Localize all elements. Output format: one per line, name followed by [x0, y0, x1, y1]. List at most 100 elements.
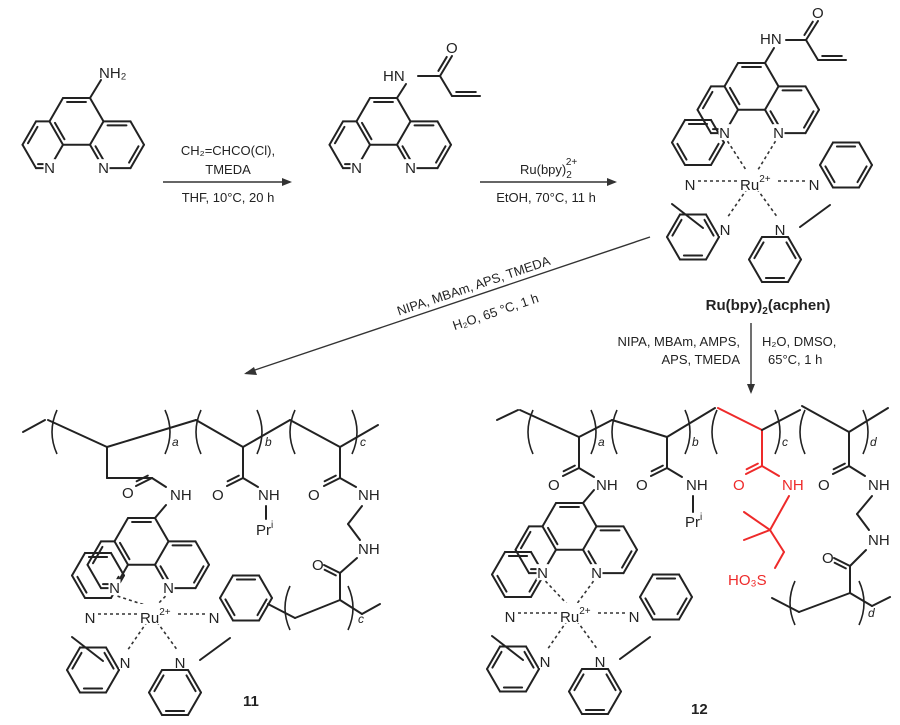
bond [804, 85, 820, 111]
bond [436, 143, 452, 170]
nitrogen-label: N [175, 655, 186, 672]
bond [89, 120, 105, 146]
bond [743, 529, 771, 541]
isopropyl-label: Pri [685, 512, 702, 531]
repeat-index-d: d [870, 435, 877, 449]
bond [339, 599, 363, 615]
coordination-bond [155, 595, 167, 607]
double-bond [803, 110, 815, 129]
double-bond [226, 474, 240, 483]
nitrogen-label: N [540, 654, 551, 671]
double-bond [435, 145, 447, 164]
nitrogen-label: N [98, 160, 109, 177]
double-bond [153, 674, 165, 693]
bond [541, 525, 557, 551]
bond [678, 573, 693, 598]
bond [187, 691, 202, 717]
amino-group-label: NH₂ [99, 65, 127, 82]
bond [396, 83, 407, 99]
double-bond [708, 142, 720, 161]
double-bond [185, 674, 197, 693]
bond [361, 603, 381, 615]
step4-conditions-line1: H₂O, DMSO, [762, 334, 836, 349]
bond [194, 563, 210, 590]
double-bond [333, 125, 346, 145]
nh-label: NH [358, 487, 380, 504]
step4-arrow [747, 323, 755, 394]
nh-label: NH [170, 487, 192, 504]
bond [650, 467, 668, 477]
bond [541, 502, 557, 528]
bond [819, 141, 834, 166]
bond [696, 85, 712, 111]
repeat-index-c: c [782, 435, 788, 449]
bond [871, 596, 891, 607]
bond [568, 690, 583, 716]
bond [607, 690, 622, 716]
double-bond [118, 541, 131, 561]
repeat-index-c-crosslink: c [358, 612, 364, 626]
bond [347, 523, 361, 541]
nitrogen-label: N [719, 125, 730, 142]
double-bond [193, 565, 205, 584]
coordination-bond [575, 580, 595, 606]
step2-conditions: EtOH, 70°C, 11 h [496, 190, 596, 205]
bond [525, 645, 540, 670]
step2-reagent: Ru(bpy)22+ [520, 157, 577, 181]
bond [105, 646, 120, 671]
nitrogen-label: N [775, 222, 786, 239]
bond [856, 513, 870, 531]
structure-bonds [21, 20, 891, 717]
nitrogen-label: N [720, 222, 731, 239]
repeat-bracket [789, 580, 796, 626]
nitrogen-label: N [209, 610, 220, 627]
double-bond [833, 561, 847, 570]
double-bond [53, 121, 66, 141]
bond [671, 203, 704, 229]
bond [582, 525, 598, 551]
bond [748, 258, 763, 284]
double-bond [224, 598, 236, 617]
bond [242, 419, 291, 448]
double-bond [676, 597, 688, 616]
double-bond [785, 241, 797, 260]
bond [774, 551, 785, 569]
bond [86, 563, 102, 590]
compound-number-12: 12 [691, 701, 708, 718]
repeat-bracket [684, 409, 691, 455]
sulfonic-acid-label: HO₃S [728, 572, 767, 589]
bond [129, 120, 145, 146]
repeat-bracket [799, 409, 806, 455]
step4-conditions-line2: 65°C, 1 h [768, 352, 822, 367]
bond [491, 573, 506, 598]
bond [562, 467, 580, 477]
bond [113, 517, 129, 543]
step3-reagent: NIPA, MBAm, APS, TMEDA [395, 253, 552, 319]
coordination-bond [726, 140, 749, 174]
bond [66, 669, 81, 694]
oxygen-label: O [212, 487, 224, 504]
double-bond [323, 474, 337, 483]
bond [568, 668, 583, 693]
bond [798, 592, 851, 613]
bond [48, 97, 64, 123]
bond [582, 502, 598, 528]
bond [339, 557, 358, 574]
nh-label: NH [258, 487, 280, 504]
bond [799, 204, 831, 228]
repeat-bracket [590, 409, 597, 455]
bond [21, 120, 37, 146]
oxygen-label: O [548, 477, 560, 494]
bond [696, 108, 712, 135]
nitrogen-label: N [120, 655, 131, 672]
nh-label: NH [868, 532, 890, 549]
bond [619, 636, 651, 660]
double-bond [128, 145, 140, 164]
bond [491, 635, 524, 661]
nitrogen-label: N [44, 160, 55, 177]
bond [723, 85, 739, 111]
double-bond [519, 530, 532, 550]
coordination-bond [756, 188, 779, 219]
oxygen-label: O [636, 477, 648, 494]
